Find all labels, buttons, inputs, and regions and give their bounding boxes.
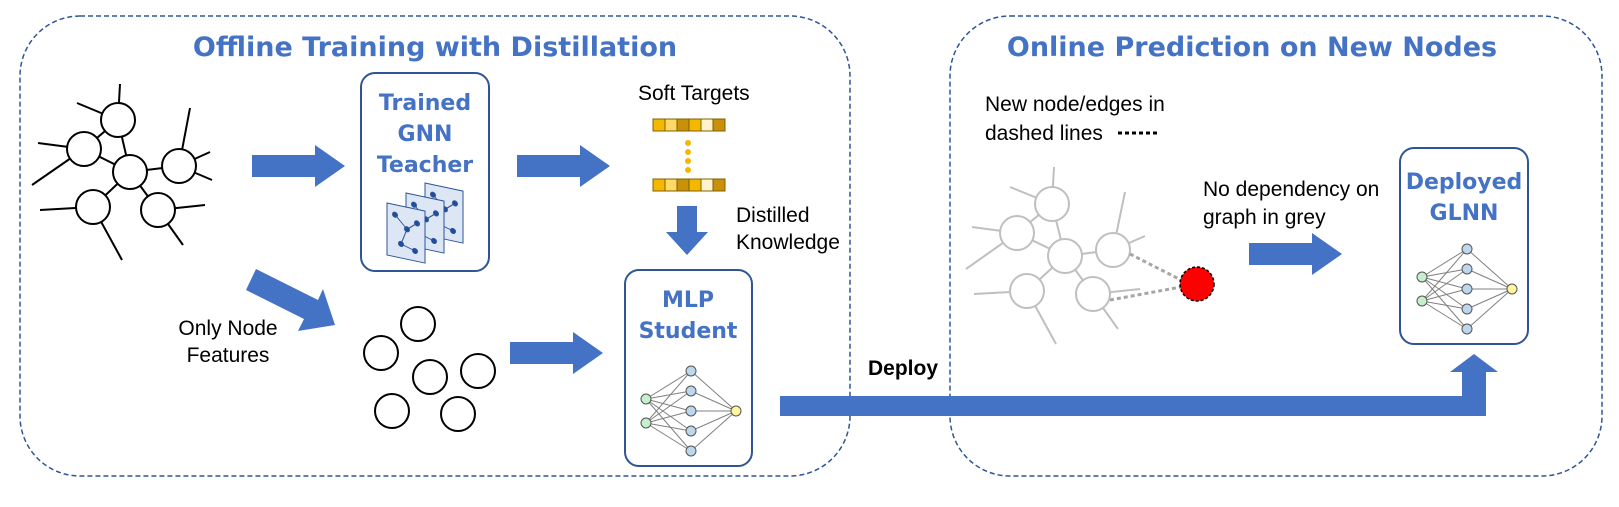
soft-targets-dots xyxy=(685,140,691,173)
distilled-knowledge-line-1: Distilled xyxy=(736,204,810,227)
student-title-line-1: MLP xyxy=(662,288,714,313)
graph-node xyxy=(66,131,102,167)
only-node-features-line-2: Features xyxy=(187,344,270,367)
teacher-title-line-2: GNN xyxy=(398,122,453,147)
grey-graph-node xyxy=(1095,232,1131,268)
gnn-layers-icon xyxy=(386,182,464,264)
only-node-features-line-1: Only Node xyxy=(178,317,277,340)
mlp-hidden-node xyxy=(685,405,697,417)
teacher-title-line-3: Teacher xyxy=(377,153,473,178)
soft-target-cell xyxy=(652,118,666,132)
mlp-hidden-node xyxy=(1461,263,1473,275)
mlp-hidden-node xyxy=(685,365,697,377)
deployed-title-line-2: GLNN xyxy=(1430,201,1499,226)
student-mlp-icon xyxy=(640,365,742,457)
grey-graph-node xyxy=(999,215,1035,251)
soft-target-cell xyxy=(688,118,702,132)
grey-graph-node xyxy=(1034,186,1070,222)
offline-panel xyxy=(19,15,851,477)
grey-graph-node xyxy=(1075,276,1111,312)
arrow-teacher-to-soft-targets xyxy=(517,145,610,187)
grey-graph-node xyxy=(1047,238,1083,274)
arrow-graph-to-teacher xyxy=(252,145,345,187)
mlp-output-node xyxy=(730,405,742,417)
soft-target-cell xyxy=(700,178,714,192)
mlp-hidden-node xyxy=(685,385,697,397)
soft-targets-label: Soft Targets xyxy=(638,82,750,105)
soft-target-cell xyxy=(676,118,690,132)
student-title-line-2: Student xyxy=(639,319,738,344)
soft-target-cell xyxy=(712,118,726,132)
graph-node xyxy=(112,154,148,190)
mlp-hidden-node xyxy=(1461,323,1473,335)
graph-node xyxy=(161,148,197,184)
isolated-nodes xyxy=(363,306,496,432)
soft-target-cell xyxy=(676,178,690,192)
deploy-label: Deploy xyxy=(868,357,938,380)
feature-node xyxy=(412,359,448,395)
mlp-hidden-node xyxy=(685,425,697,437)
mlp-input-node xyxy=(640,417,652,429)
feature-node xyxy=(440,396,476,432)
new-nodes-label-line-2: dashed lines xyxy=(985,122,1103,145)
mlp-hidden-node xyxy=(685,445,697,457)
arrow-graph-to-features xyxy=(246,269,335,331)
feature-node xyxy=(460,353,496,389)
feature-node xyxy=(400,306,436,342)
online-panel xyxy=(949,15,1603,477)
no-dependency-line-2: graph in grey xyxy=(1203,206,1326,229)
input-graph xyxy=(31,83,213,261)
new-node xyxy=(1179,266,1215,302)
mlp-hidden-node xyxy=(1461,243,1473,255)
soft-target-cell xyxy=(712,178,726,192)
grey-graph xyxy=(965,166,1146,345)
graph-node xyxy=(140,192,176,228)
mlp-hidden-node xyxy=(1461,283,1473,295)
feature-node xyxy=(374,393,410,429)
arrow-to-deployed xyxy=(1249,233,1342,275)
grey-graph-node xyxy=(1009,273,1045,309)
deployed-title-line-1: Deployed xyxy=(1406,170,1523,195)
soft-targets-top-bar xyxy=(652,118,726,132)
online-panel-title: Online Prediction on New Nodes xyxy=(1007,32,1497,63)
mlp-output-node xyxy=(1506,283,1518,295)
mlp-input-node xyxy=(1416,271,1428,283)
mlp-hidden-node xyxy=(1461,303,1473,315)
soft-target-cell xyxy=(664,178,678,192)
soft-target-cell xyxy=(652,178,666,192)
offline-panel-title: Offline Training with Distillation xyxy=(193,32,677,63)
arrow-soft-targets-to-student xyxy=(666,206,708,255)
soft-target-cell xyxy=(688,178,702,192)
deployed-mlp-icon xyxy=(1416,243,1518,335)
graph-node xyxy=(100,102,136,138)
soft-target-cell xyxy=(700,118,714,132)
new-nodes-label-line-1: New node/edges in xyxy=(985,93,1165,116)
distilled-knowledge-line-2: Knowledge xyxy=(736,231,840,254)
soft-targets-bottom-bar xyxy=(652,178,726,192)
arrow-features-to-student xyxy=(510,332,603,374)
mlp-input-node xyxy=(1416,295,1428,307)
graph-node xyxy=(75,189,111,225)
no-dependency-line-1: No dependency on xyxy=(1203,178,1379,201)
deploy-arrow xyxy=(780,354,1498,416)
soft-target-cell xyxy=(664,118,678,132)
new-edges xyxy=(1109,252,1182,302)
feature-node xyxy=(363,335,399,371)
teacher-title-line-1: Trained xyxy=(379,91,471,116)
mlp-input-node xyxy=(640,393,652,405)
